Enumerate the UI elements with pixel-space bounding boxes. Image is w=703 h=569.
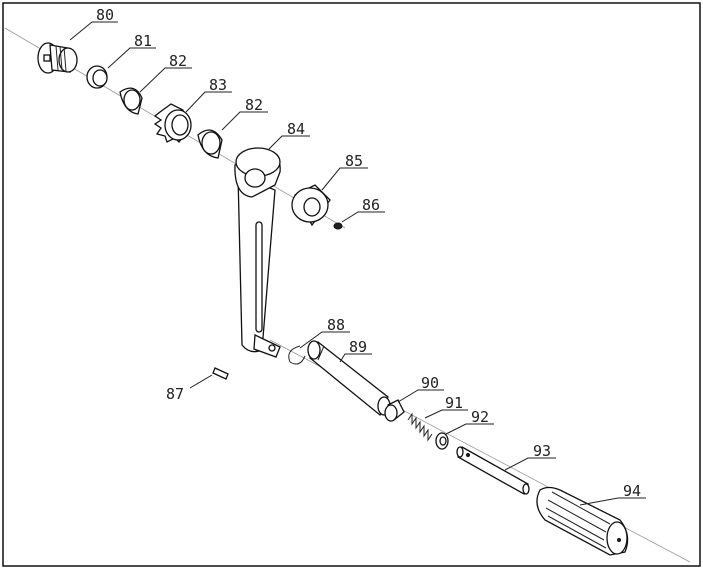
part-92	[435, 432, 449, 450]
part-94	[536, 486, 629, 556]
part-82-a	[119, 87, 143, 115]
callout-81: 81	[134, 32, 152, 50]
callout-89: 89	[349, 338, 367, 356]
part-89	[307, 340, 391, 417]
callout-80: 80	[96, 6, 114, 24]
callout-86: 86	[362, 196, 380, 214]
part-80	[37, 42, 78, 74]
part-82-b	[197, 129, 223, 159]
callout-84: 84	[287, 120, 305, 138]
part-90	[384, 399, 405, 422]
part-93	[456, 446, 530, 495]
part-83	[153, 103, 192, 143]
callout-88: 88	[327, 316, 345, 334]
callout-90: 90	[421, 374, 439, 392]
callout-83: 83	[209, 76, 227, 94]
callout-82-b: 82	[245, 96, 263, 114]
callout-85: 85	[345, 152, 363, 170]
callout-87: 87	[166, 385, 184, 403]
part-91	[407, 412, 433, 442]
callout-94: 94	[623, 482, 641, 500]
part-87	[212, 367, 229, 380]
part-88	[288, 345, 306, 365]
callout-91: 91	[445, 394, 463, 412]
part-81	[86, 65, 108, 89]
leader-lines	[69, 21, 646, 506]
part-85	[291, 184, 331, 227]
part-84	[234, 147, 281, 358]
callout-93: 93	[533, 442, 551, 460]
callout-82-a: 82	[169, 52, 187, 70]
callout-92: 92	[471, 408, 489, 426]
part-86	[333, 222, 343, 230]
